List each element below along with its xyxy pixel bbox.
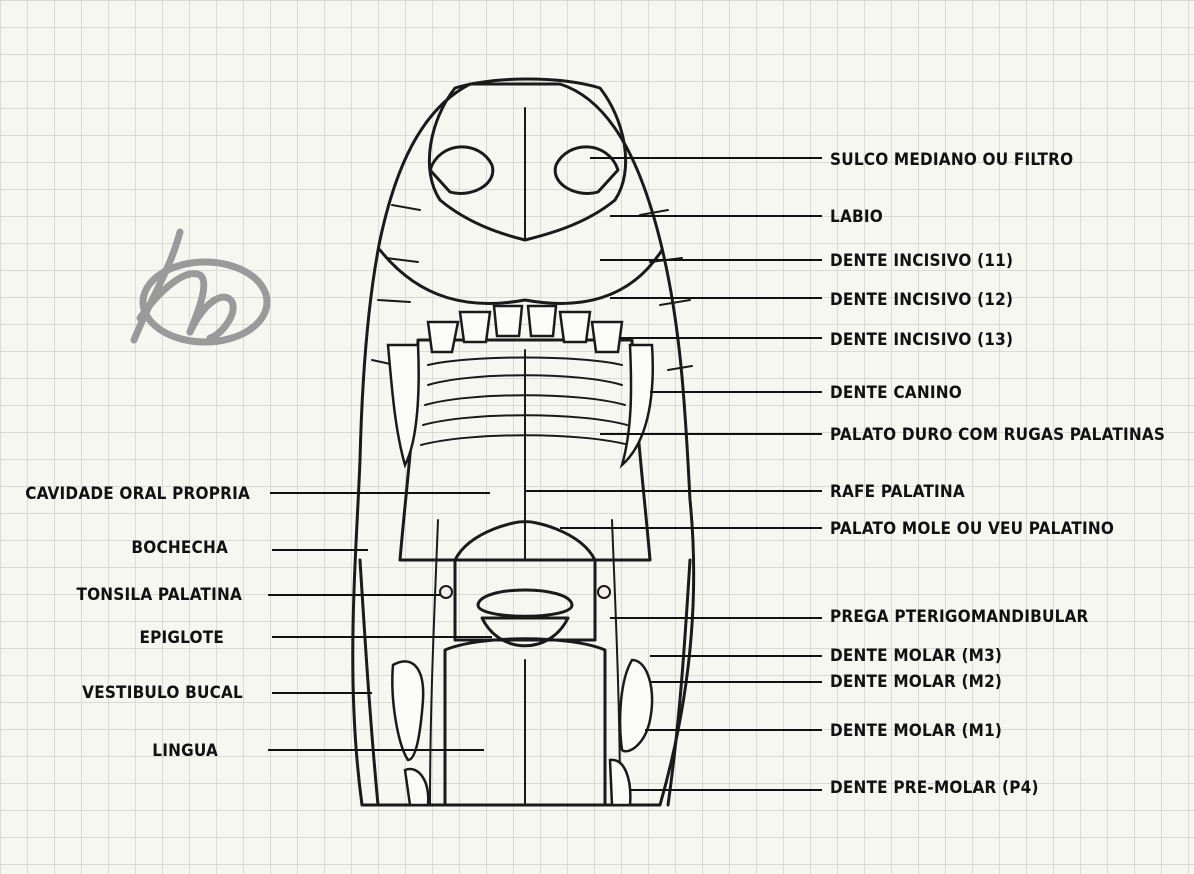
label-dente-pre-molar-p4: DENTE PRE-MOLAR (P4) (830, 778, 1039, 798)
label-palato-mole: PALATO MOLE OU VEU PALATINO (830, 519, 1114, 539)
tongue-drawing (445, 639, 605, 805)
label-palato-duro: PALATO DURO COM RUGAS PALATINAS (830, 425, 1165, 445)
label-dente-molar-m3: DENTE MOLAR (M3) (830, 646, 1002, 666)
labels-right: SULCO MEDIANO OU FILTRO LABIO DENTE INCI… (830, 150, 1165, 798)
label-dente-molar-m2: DENTE MOLAR (M2) (830, 672, 1002, 692)
label-dente-incisivo-12: DENTE INCISIVO (12) (830, 290, 1013, 310)
label-labio: LABIO (830, 207, 883, 227)
label-bochecha: BOCHECHA (131, 538, 228, 558)
label-prega-pterigomandibular: PREGA PTERIGOMANDIBULAR (830, 607, 1089, 627)
label-dente-incisivo-11: DENTE INCISIVO (11) (830, 251, 1013, 271)
labels-left: CAVIDADE ORAL PROPRIA BOCHECHA TONSILA P… (25, 484, 250, 761)
label-cavidade-oral-propria: CAVIDADE ORAL PROPRIA (25, 484, 250, 504)
label-epiglote: EPIGLOTE (139, 628, 224, 648)
nose-drawing (429, 79, 625, 240)
label-dente-incisivo-13: DENTE INCISIVO (13) (830, 330, 1013, 350)
label-sulco-mediano: SULCO MEDIANO OU FILTRO (830, 150, 1073, 170)
label-dente-molar-m1: DENTE MOLAR (M1) (830, 721, 1002, 741)
signature-logo (134, 232, 267, 342)
label-vestibulo-bucal: VESTIBULO BUCAL (82, 683, 243, 703)
leader-lines-left (268, 493, 492, 750)
label-rafe-palatina: RAFE PALATINA (830, 482, 965, 502)
leader-lines-right (525, 158, 822, 790)
label-lingua: LINGUA (152, 741, 218, 761)
label-tonsila-palatina: TONSILA PALATINA (76, 585, 242, 605)
label-dente-canino: DENTE CANINO (830, 383, 962, 403)
incisor-teeth (428, 306, 622, 352)
